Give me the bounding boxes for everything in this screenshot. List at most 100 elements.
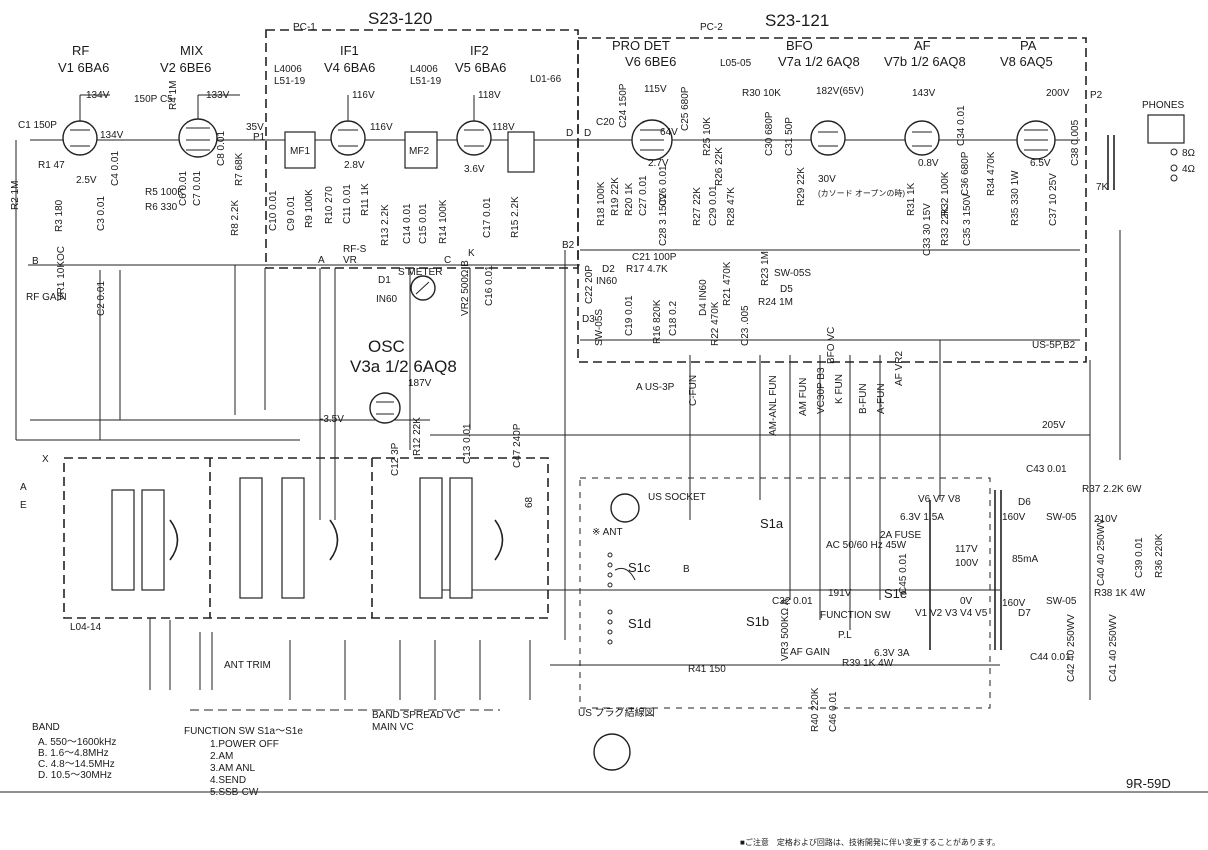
- pa-label: V8 6AQ5: [1000, 54, 1053, 69]
- switch-s1c: [607, 552, 636, 588]
- af-plate-voltage: 143V: [912, 88, 936, 99]
- d2-type: IN60: [596, 276, 618, 287]
- pin-a: A: [318, 255, 325, 266]
- r10-label: R10 270: [324, 186, 335, 224]
- pc1-board-outline: [265, 29, 579, 269]
- b100-label: 100V: [955, 558, 979, 569]
- c1-label: C1 150P: [18, 120, 57, 131]
- rf-tube-v1: [62, 120, 98, 156]
- pin-af-vr2: AF VR2: [894, 351, 905, 386]
- c2-label: C2 0.01: [96, 281, 107, 316]
- c20-label: C20: [596, 117, 615, 128]
- b117-label: 117V: [955, 544, 978, 555]
- output-4ohm: 4Ω: [1182, 164, 1196, 175]
- coil-pack-b: [239, 477, 339, 599]
- function-sw-item-2: 2.AM: [210, 751, 233, 762]
- if1-title: IF1: [340, 43, 359, 58]
- s1e-label: S1e: [884, 586, 907, 601]
- af-tube-v7b: [904, 120, 940, 156]
- s1a-label: S1a: [760, 516, 784, 531]
- cathode-note: (カソード オープンの時): [818, 189, 905, 198]
- us-plug-label: US プラグ結線図: [578, 706, 655, 719]
- af-title: AF: [914, 38, 931, 53]
- r38-label: R38 1K 4W: [1094, 588, 1146, 599]
- coil-pack-c: [419, 477, 504, 599]
- osc-tube-v3a: [369, 392, 401, 424]
- rf-screen-voltage: 134V: [100, 130, 124, 141]
- revision-note: ■ご注意 定格および回路は、技術開発に伴い変更することがあります。: [740, 837, 1000, 847]
- c25-label: C25 680P: [680, 86, 691, 131]
- pa-title: PA: [1020, 38, 1037, 53]
- bfo-title: BFO: [786, 38, 813, 53]
- mix-plate-voltage: 133V: [206, 90, 230, 101]
- r36-label: R36 220K: [1154, 533, 1165, 578]
- c45-label: C45 0.01: [898, 553, 909, 594]
- pin-b-s1c: B: [683, 564, 690, 575]
- pin-c: C: [444, 255, 451, 266]
- model-number: 9R-59D: [1126, 776, 1171, 791]
- r33-label: R33 22K: [940, 207, 951, 246]
- main-vc-label: MAIN VC: [372, 722, 414, 733]
- rf-plate-voltage: 134V: [86, 90, 110, 101]
- pin-d-left: D: [566, 128, 573, 139]
- mf1-label: MF1: [290, 146, 310, 157]
- c15-label: C15 0.01: [418, 203, 429, 244]
- pin-am-fun: AM FUN: [798, 378, 809, 416]
- r7-label: R7 68K: [234, 152, 245, 186]
- c29-label: C29 0.01: [708, 185, 719, 226]
- mix-label: V2 6BE6: [160, 60, 211, 75]
- if2-cathode-voltage: 3.6V: [464, 164, 485, 175]
- r29-label: R29 22K: [796, 167, 807, 206]
- output-transformer: [1107, 135, 1115, 190]
- s-meter-label: S METER: [398, 267, 442, 278]
- b160-label: 160V: [1002, 512, 1026, 523]
- pin-e-ant: E: [20, 500, 27, 511]
- coil-pack-a: [111, 489, 179, 591]
- if2-plate-voltage: 118V: [478, 90, 501, 101]
- band-item-c: C. 4.8～14.5MHz: [38, 759, 115, 770]
- c21-label: C21 100P: [632, 252, 677, 263]
- b191-label: 191V: [828, 588, 852, 599]
- r37-label: R37 2.2K 6W: [1082, 484, 1142, 495]
- coil-pack-outline: [63, 457, 549, 619]
- c36-label: C36 680P: [960, 151, 971, 196]
- c11-label: C11 0.01: [342, 184, 353, 224]
- c17-label: C17 0.01: [482, 197, 493, 238]
- prodet-plate-voltage: 115V: [644, 84, 667, 95]
- c22-label: C22 20P: [584, 265, 595, 304]
- r6-label: R6 330: [145, 202, 178, 213]
- pin-x: X: [42, 454, 49, 465]
- if2-coil-b: L51-19: [410, 76, 442, 87]
- c41-label: C41 40 250WV: [1108, 614, 1119, 682]
- rf-title: RF: [72, 43, 89, 58]
- vr1-label: VR1 10KOC: [56, 246, 67, 301]
- pin-cfun: C-FUN: [688, 375, 699, 406]
- c18-label: C18 0.2: [668, 301, 679, 336]
- c4-label: C4 0.01: [110, 151, 121, 186]
- c34-label: C34 0.01: [956, 105, 967, 146]
- mf2-label: MF2: [409, 146, 429, 157]
- c12-label: C12 3P: [390, 442, 401, 476]
- r5-label: R5 100K: [145, 187, 184, 198]
- r11-label: R11 1K: [360, 183, 371, 216]
- bfo-label: V7a 1/2 6AQ8: [778, 54, 860, 69]
- band-item-a: A. 550～1600kHz: [38, 737, 116, 748]
- d5-label: D5: [780, 284, 793, 295]
- vr2-label: VR2 500Ω B: [460, 260, 471, 316]
- band-spread-label: BAND SPREAD VC: [372, 710, 460, 721]
- fuse-label: 2A FUSE: [880, 530, 921, 541]
- pc1-number: S23-120: [368, 9, 432, 28]
- mf1-box: [284, 131, 316, 169]
- d4-label: D4 IN60: [698, 279, 709, 316]
- d1-label: D1: [378, 275, 391, 286]
- pin-b-fun: B-FUN: [858, 383, 869, 414]
- pin-b2: B2: [562, 240, 575, 251]
- af-gain-label: AF GAIN: [790, 647, 830, 658]
- ac-input-label: AC 50/60 Hz 45W: [826, 540, 907, 551]
- pa-plate-voltage: 200V: [1046, 88, 1070, 99]
- r24-label: R24 1M: [758, 297, 793, 308]
- osc-label: V3a 1/2 6AQ8: [350, 357, 457, 376]
- r23-label: R23 1M: [760, 251, 771, 286]
- us-socket: [610, 493, 640, 523]
- heater-a-label: 6.3V 1.5A: [900, 512, 944, 523]
